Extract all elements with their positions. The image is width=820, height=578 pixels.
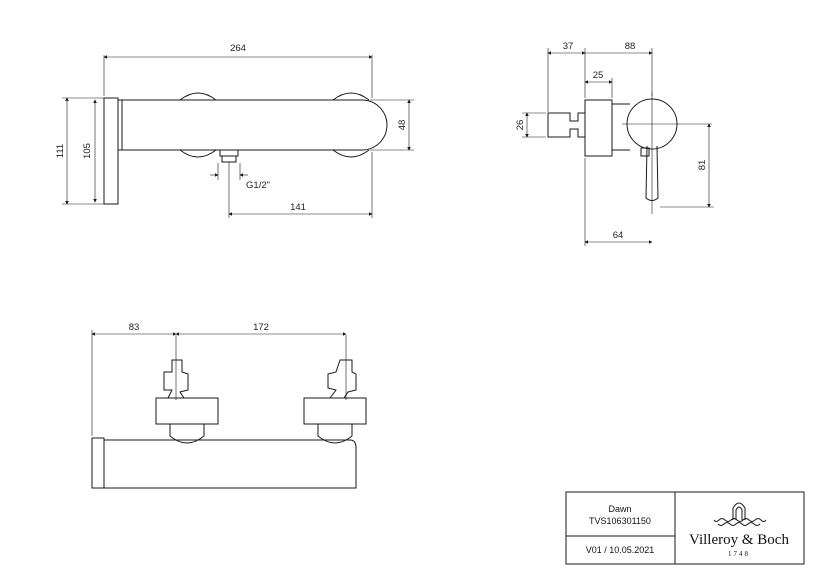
dim-height-total: 111 bbox=[55, 144, 66, 158]
dim-center-distance: 172 bbox=[253, 322, 269, 333]
side-view: 37 88 25 26 81 64 bbox=[515, 41, 714, 246]
product-code: TVS106301150 bbox=[589, 516, 651, 526]
dim-handle-height: 81 bbox=[697, 160, 708, 171]
dim-wall-depth: 37 bbox=[563, 41, 574, 52]
version-date: V01 / 10.05.2021 bbox=[586, 545, 655, 555]
dim-height-plate: 105 bbox=[82, 143, 93, 159]
dim-body-height: 48 bbox=[397, 120, 408, 131]
brand-year: 1748 bbox=[728, 550, 750, 558]
dim-outlet-offset: 141 bbox=[290, 202, 306, 213]
brand-name: Villeroy & Boch bbox=[689, 532, 789, 548]
title-block: Dawn TVS106301150 V01 / 10.05.2021 Ville… bbox=[565, 491, 805, 565]
brand-logo-icon bbox=[713, 502, 767, 526]
product-name: Dawn bbox=[608, 504, 631, 514]
dim-overall-width: 264 bbox=[230, 43, 246, 54]
top-view: 83 172 bbox=[91, 322, 367, 489]
dim-outlet-thread: G1/2" bbox=[246, 180, 270, 191]
dim-body-depth: 88 bbox=[625, 41, 636, 52]
front-view: 264 111 105 48 G1/2" 141 bbox=[55, 43, 414, 218]
dim-left-offset: 83 bbox=[129, 322, 140, 333]
dim-outlet-depth: 64 bbox=[613, 230, 624, 241]
dim-connector-height: 26 bbox=[515, 120, 526, 131]
dim-plate-depth: 25 bbox=[593, 70, 604, 81]
